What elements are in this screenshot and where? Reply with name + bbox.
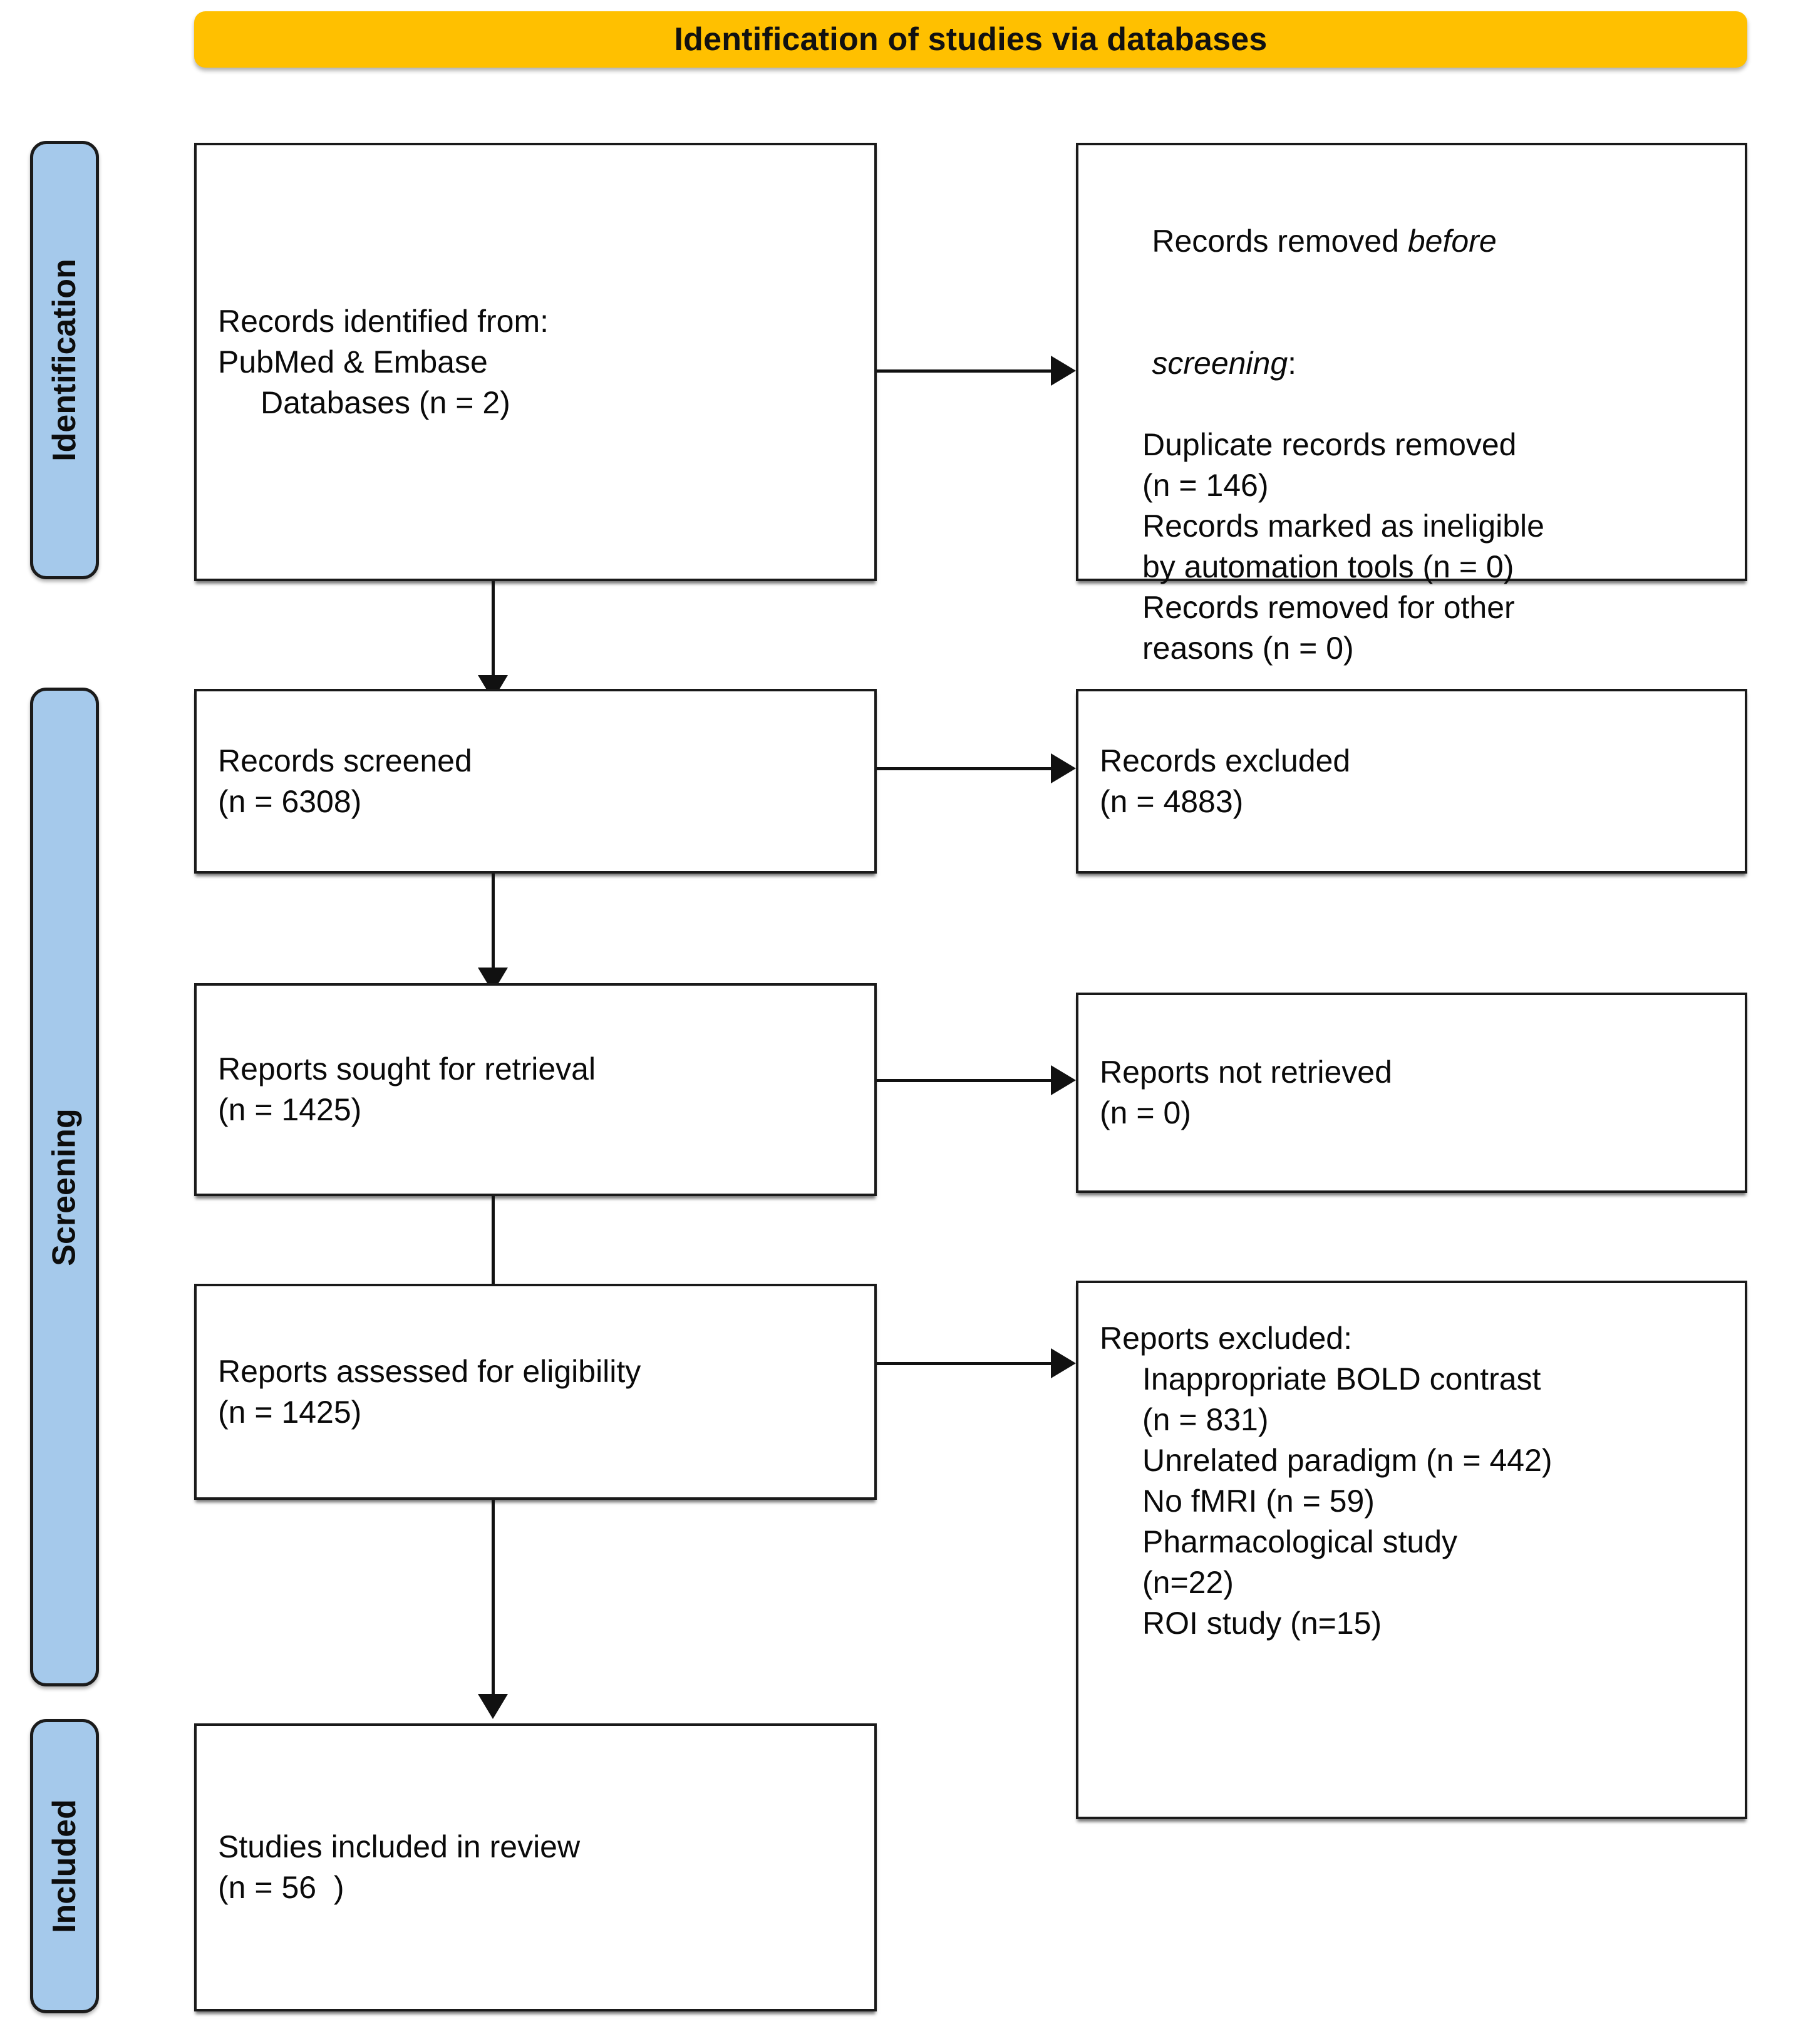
arrowhead-assessed-to-included [478, 1694, 508, 1719]
records-removed-line-7: Records removed for other [1142, 590, 1515, 625]
reports-excluded-line-3: (n = 831) [1142, 1402, 1269, 1437]
connector-sought-to-not-retrieved [877, 1079, 1053, 1082]
reports-sought-line-1: Reports sought for retrieval [218, 1051, 596, 1087]
records-identified-line-2: PubMed & Embase [218, 344, 488, 379]
reports-excluded-line-2: Inappropriate BOLD contrast [1142, 1361, 1541, 1396]
connector-identified-to-removed [877, 369, 1053, 373]
reports-excluded-line-4: Unrelated paradigm (n = 442) [1142, 1443, 1553, 1478]
records-removed-line-2-tail: : [1288, 346, 1297, 381]
reports-excluded-line-1: Reports excluded: [1100, 1321, 1353, 1356]
records-removed-line-6: by automation tools (n = 0) [1142, 549, 1514, 584]
records-removed-line-5: Records marked as ineligible [1142, 508, 1544, 544]
studies-included-line-1: Studies included in review [218, 1829, 581, 1864]
arrowhead-assessed-to-excluded [1051, 1348, 1076, 1378]
stage-label-screening: Screening [30, 688, 99, 1686]
records-removed-line-2: screening: [1100, 302, 1723, 425]
box-reports-assessed: Reports assessed for eligibility (n = 14… [194, 1284, 877, 1500]
records-removed-line-1: Records removed before [1100, 180, 1723, 302]
reports-excluded-line-8: ROI study (n=15) [1142, 1606, 1382, 1641]
records-screened-line-1: Records screened [218, 743, 472, 778]
stage-label-identification-text: Identification [46, 259, 83, 462]
box-reports-excluded: Reports excluded: Inappropriate BOLD con… [1076, 1281, 1747, 1819]
records-removed-line-8: reasons (n = 0) [1142, 631, 1354, 666]
records-removed-line-2-emphasis: screening [1152, 346, 1288, 381]
stage-label-identification: Identification [30, 141, 99, 579]
records-identified-line-1: Records identified from: [218, 303, 549, 339]
records-excluded-line-2: (n = 4883) [1100, 783, 1244, 819]
reports-assessed-line-2: (n = 1425) [218, 1394, 362, 1430]
box-studies-included: Studies included in review (n = 56 ) [194, 1723, 877, 2011]
phase-banner-title: Identification of studies via databases [674, 21, 1268, 58]
records-removed-line-3: Duplicate records removed [1142, 427, 1517, 462]
records-removed-line-1-emphasis: before [1407, 224, 1497, 259]
box-reports-sought: Reports sought for retrieval (n = 1425) [194, 983, 877, 1196]
connector-sought-to-assessed [492, 1196, 495, 1293]
reports-not-retrieved-line-1: Reports not retrieved [1100, 1055, 1392, 1090]
connector-assessed-to-excluded [877, 1362, 1053, 1365]
arrowhead-identified-to-removed [1051, 356, 1076, 386]
reports-sought-line-2: (n = 1425) [218, 1092, 362, 1127]
arrowhead-screened-to-excluded [1051, 753, 1076, 783]
box-records-identified: Records identified from: PubMed & Embase… [194, 143, 877, 581]
records-removed-line-1-text: Records removed [1152, 224, 1408, 259]
box-records-screened: Records screened (n = 6308) [194, 689, 877, 874]
records-excluded-line-1: Records excluded [1100, 743, 1351, 778]
phase-banner-identification: Identification of studies via databases [194, 11, 1747, 68]
connector-assessed-to-included [492, 1500, 495, 1700]
box-records-excluded: Records excluded (n = 4883) [1076, 689, 1747, 874]
stage-label-included: Included [30, 1719, 99, 2013]
reports-excluded-line-6: Pharmacological study [1142, 1524, 1458, 1559]
reports-not-retrieved-line-2: (n = 0) [1100, 1095, 1191, 1130]
connector-identified-to-screened [492, 581, 495, 681]
stage-label-included-text: Included [46, 1799, 83, 1933]
reports-excluded-line-5: No fMRI (n = 59) [1142, 1484, 1375, 1519]
records-screened-line-2: (n = 6308) [218, 783, 362, 819]
connector-screened-to-excluded [877, 767, 1053, 770]
box-reports-not-retrieved: Reports not retrieved (n = 0) [1076, 993, 1747, 1193]
records-removed-line-4: (n = 146) [1142, 468, 1269, 503]
connector-screened-to-sought [492, 874, 495, 974]
stage-label-screening-text: Screening [46, 1108, 83, 1266]
reports-excluded-line-7: (n=22) [1142, 1565, 1234, 1600]
records-identified-line-3: Databases (n = 2) [261, 385, 510, 420]
box-records-removed-before-screening: Records removed before screening: Duplic… [1076, 143, 1747, 666]
studies-included-line-2: (n = 56 ) [218, 1870, 344, 1905]
reports-assessed-line-1: Reports assessed for eligibility [218, 1353, 641, 1389]
arrowhead-sought-to-not-retrieved [1051, 1065, 1076, 1095]
